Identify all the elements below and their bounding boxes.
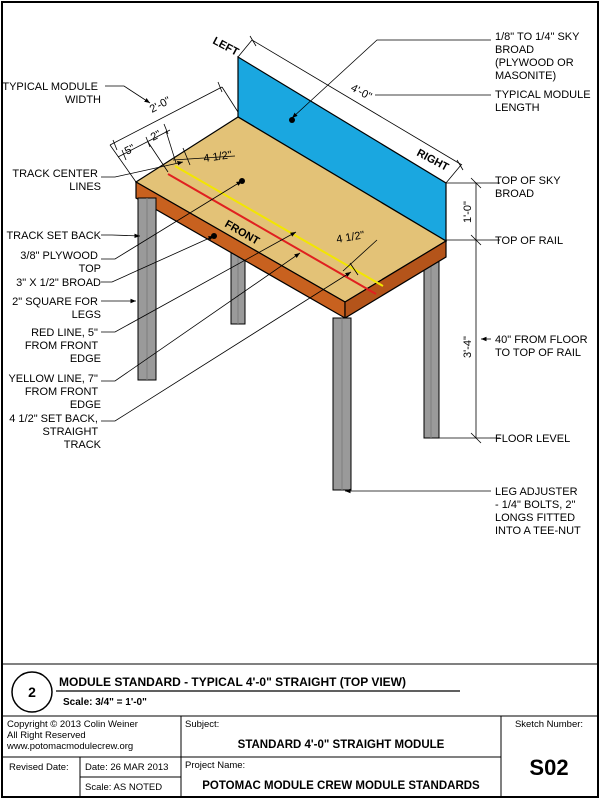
- copyright-text: Copyright © 2013 Colin Weiner All Right …: [6, 719, 141, 752]
- title-block: [3, 715, 597, 797]
- drawing-title: 2 MODULE STANDARD - TYPICAL 4'-0" STRAIG…: [3, 663, 597, 713]
- label-plywood-top: 3/8" PLYWOOD TOP: [20, 250, 101, 275]
- red-track-line: [167, 173, 377, 295]
- label-red-line: RED LINE, 5" FROM FRONT EDGE: [25, 327, 101, 365]
- sketch-number: S02: [529, 755, 568, 780]
- dim-width: 2'-0": [148, 95, 173, 116]
- dim-five: 5": [123, 142, 138, 157]
- subject-text: STANDARD 4'-0" STRAIGHT MODULE: [238, 739, 445, 751]
- side-label-left: LEFT: [211, 35, 241, 59]
- dim-setback-top: 4 1/2": [203, 149, 233, 165]
- label-yellow-line: YELLOW LINE, 7" FROM FRONT EDGE: [8, 373, 101, 411]
- label-top-sky-board: TOP OF SKY BROAD: [495, 175, 563, 200]
- drawing-number-circle: [11, 671, 53, 713]
- subject-label: Subject:: [185, 719, 219, 730]
- label-module-width: TYPICAL MODULE WIDTH: [2, 81, 101, 106]
- label-floor-level: FLOOR LEVEL: [495, 433, 570, 445]
- dim-rail-height: 3'-4": [462, 336, 474, 358]
- scale-field: Scale: AS NOTED: [85, 782, 162, 793]
- label-floor-to-rail: 40" FROM FLOOR TO TOP OF RAIL: [495, 334, 591, 359]
- dim-two: 2": [149, 128, 164, 143]
- dimension-lines: [109, 35, 490, 444]
- label-sky-board: 1/8" TO 1/4" SKY BROAD (PLYWOOD OR MASON…: [495, 31, 582, 82]
- project-name: POTOMAC MODULE CREW MODULE STANDARDS: [202, 780, 480, 792]
- drawing-scale: Scale: 3/4" = 1'-0": [63, 697, 147, 708]
- dim-sky-height: 1'-0": [462, 201, 474, 223]
- right-labels: 1/8" TO 1/4" SKY BROAD (PLYWOOD OR MASON…: [495, 31, 594, 537]
- label-track-setback: TRACK SET BACK: [6, 230, 101, 242]
- label-broad: 3" X 1/2" BROAD: [16, 277, 101, 289]
- left-labels: TYPICAL MODULE WIDTH TRACK CENTER LINES …: [2, 81, 101, 451]
- leader-lines: [101, 39, 500, 494]
- drawing-title-text: MODULE STANDARD - TYPICAL 4'-0" STRAIGHT…: [59, 675, 406, 689]
- label-leg-adjuster: LEG ADJUSTER - 1/4" BOLTS, 2" LONGS FITT…: [495, 486, 581, 537]
- revised-date-label: Revised Date:: [9, 762, 69, 773]
- label-legs: 2" SQUARE FOR LEGS: [12, 296, 101, 321]
- drawing-number: 2: [28, 684, 36, 700]
- label-track-center: TRACK CENTER LINES: [12, 168, 101, 193]
- sketch-number-label: Sketch Number:: [515, 719, 583, 730]
- project-name-label: Project Name:: [185, 760, 245, 771]
- label-set-back-straight: 4 1/2" SET BACK, STRAIGHT TRACK: [9, 413, 101, 451]
- dim-setback-front: 4 1/2": [335, 229, 365, 246]
- label-top-rail: TOP OF RAIL: [495, 235, 563, 247]
- date-field: Date: 26 MAR 2013: [85, 762, 168, 773]
- frame-right-side: [344, 239, 447, 320]
- module-illustration: LEFT RIGHT FRONT: [134, 35, 451, 491]
- label-module-length: TYPICAL MODULE LENGTH: [495, 89, 594, 114]
